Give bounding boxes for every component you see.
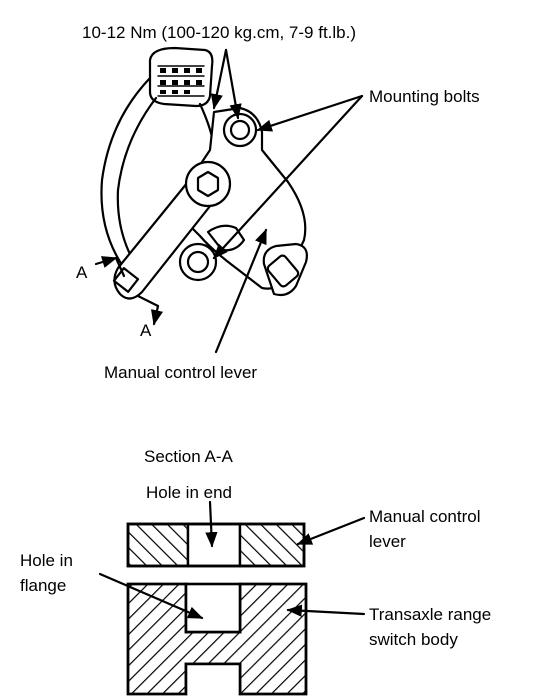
section-view bbox=[126, 522, 308, 696]
switch-body-label-line1: Transaxle range bbox=[369, 605, 491, 624]
electrical-connector bbox=[148, 46, 214, 108]
switch-assembly-drawing bbox=[94, 46, 364, 354]
section-lever-label-line2: lever bbox=[369, 532, 406, 551]
section-title: Section A-A bbox=[144, 447, 233, 466]
mounting-bolts-label: Mounting bolts bbox=[369, 87, 480, 106]
hole-in-end-label: Hole in end bbox=[146, 483, 232, 502]
switch-body-label-line2: switch body bbox=[369, 630, 458, 649]
section-marker-bottom: A bbox=[140, 321, 152, 340]
torque-spec-label: 10-12 Nm (100-120 kg.cm, 7-9 ft.lb.) bbox=[82, 23, 356, 42]
center-nut bbox=[184, 160, 232, 208]
hole-in-flange-label-line1: Hole in bbox=[20, 551, 73, 570]
section-lever-label-line1: Manual control bbox=[369, 507, 481, 526]
lower-mounting-bolt bbox=[178, 242, 218, 282]
hole-in-flange-label-line2: flange bbox=[20, 576, 66, 595]
manual-control-lever-label: Manual control lever bbox=[104, 363, 257, 382]
section-marker-top: A bbox=[76, 263, 88, 282]
upper-mounting-bolt bbox=[222, 112, 258, 148]
